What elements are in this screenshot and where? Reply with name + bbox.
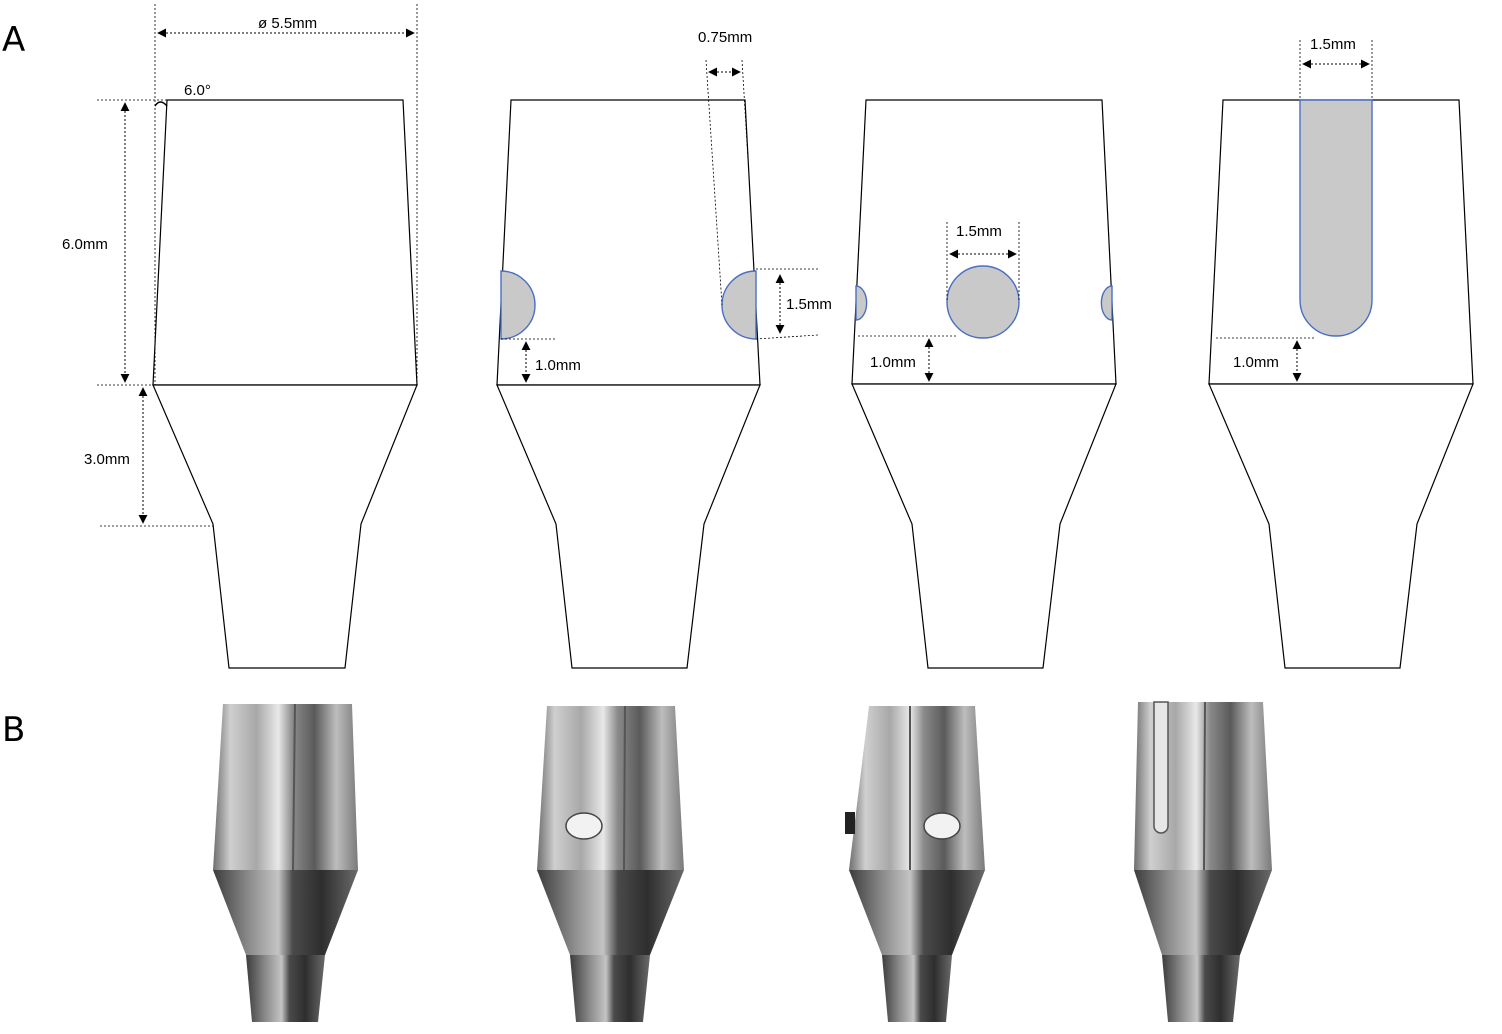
slot-width-label: 1.5mm [1310,36,1356,53]
design-3-left-edge-hole [855,285,868,321]
abutment-photo-4 [1134,701,1272,1022]
abutment-3-hole [923,812,961,840]
gap-design4-label: 1.0mm [1233,354,1279,371]
height-top-label: 6.0mm [62,236,108,253]
design-4-drawing: 1.5mm 1.0mm [1208,36,1474,669]
hole-diameter-label: 1.5mm [956,223,1002,240]
abutment-4-slot [1153,701,1169,834]
gap-design3-label: 1.0mm [870,354,916,371]
design-2-lower-taper [496,384,761,669]
abutment-photo-3 [845,706,985,1022]
design-3-center-hole [946,265,1020,339]
diameter-label: ø 5.5mm [258,15,317,32]
abutment-photo-1 [213,703,358,1022]
wall-depth-label: 0.75mm [698,29,752,46]
design-2-right-hole [721,270,757,340]
design-3-drawing: 1.5mm 1.0mm [851,99,1117,669]
abutment-2-hole [565,812,603,840]
angle-label: 6.0° [184,82,211,99]
panel-b-label: B [2,710,26,750]
abutment-photo-2 [537,705,684,1022]
gap-design2-label: 1.0mm [535,357,581,374]
design-3-lower-taper [851,383,1117,669]
design-4-lower-taper [1208,383,1474,669]
design-4-slot [1299,99,1373,337]
hole-side-label: 1.5mm [786,296,832,313]
abutment-3-edge-hole [845,812,855,834]
panel-a-label: A [2,20,26,60]
height-taper-label: 3.0mm [84,451,130,468]
design-3-right-edge-hole [1100,285,1113,321]
design-1-drawing: 6.0° ø 5.5mm 6.0mm 3.0mm [62,4,418,669]
design-2-left-hole [500,270,536,340]
design-2-drawing: 0.75mm 1.5mm 1.0mm [496,29,832,669]
